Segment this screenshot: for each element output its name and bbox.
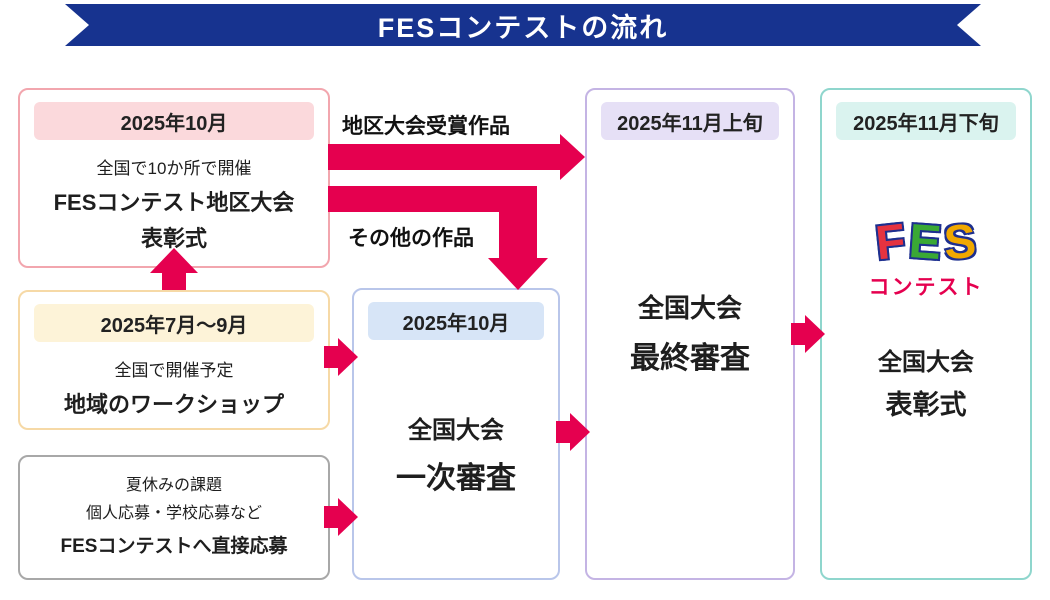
arrow-label-others: その他の作品 [348, 227, 474, 250]
district-line1: 全国で10か所で開催 [96, 159, 252, 178]
direct-line1: 夏休みの課題 [125, 477, 222, 494]
first-round-date-badge: 2025年10月 [368, 302, 544, 340]
award-line1: 全国大会 [878, 349, 974, 376]
district-line2: FESコンテスト地区大会 [53, 190, 295, 215]
award-date-badge: 2025年11月下旬 [836, 102, 1016, 140]
first-round-line2: 一次審査 [396, 462, 516, 495]
direct-line2: 個人応募・学校応募など [85, 505, 262, 522]
award-line2: 表彰式 [885, 390, 967, 420]
fes-logo-letter-f: F [873, 214, 909, 271]
workshop-line2: 地域のワークショップ [63, 392, 284, 417]
direct-application-box: 夏休みの課題 個人応募・学校応募など FESコンテストへ直接応募 [18, 455, 330, 580]
arrow-district-to-final-head [560, 134, 585, 180]
direct-line3: FESコンテストへ直接応募 [60, 536, 288, 557]
arrow-final-shaft [791, 323, 805, 345]
arrow-label-winners: 地区大会受賞作品 [342, 115, 510, 138]
first-round-line1: 全国大会 [408, 417, 504, 444]
district-date-badge: 2025年10月 [34, 102, 314, 140]
arrow-district-to-final-shaft [328, 144, 560, 170]
district-contest-box: 2025年10月 全国で10か所で開催 FESコンテスト地区大会 表彰式 [18, 88, 330, 268]
fes-logo-letter-e: E [906, 214, 943, 271]
award-ceremony-box: 2025年11月下旬 F E S コンテスト 全国大会 表彰式 [820, 88, 1032, 580]
district-line3: 表彰式 [140, 226, 207, 251]
arrow-final-head [805, 315, 825, 353]
final-line2: 最終審査 [630, 342, 750, 375]
arrow-direct-head [338, 498, 358, 536]
first-round-box: 2025年10月 全国大会 一次審査 [352, 288, 560, 580]
diagram-title: FESコンテストの流れ [377, 12, 669, 43]
arrow-first-round-shaft [556, 421, 570, 443]
arrow-up-shaft [162, 270, 186, 290]
fes-logo-letter-s: S [941, 214, 978, 271]
final-date-badge: 2025年11月上旬 [601, 102, 779, 140]
workshop-date-badge: 2025年7月〜9月 [34, 304, 314, 342]
fes-logo-subtitle: コンテスト [868, 276, 984, 300]
arrow-others-vertical-shaft [499, 186, 537, 258]
arrow-workshop-head [338, 338, 358, 376]
final-judging-box: 2025年11月上旬 全国大会 最終審査 [585, 88, 795, 580]
arrow-others-head [488, 258, 548, 290]
workshop-box: 2025年7月〜9月 全国で開催予定 地域のワークショップ [18, 290, 330, 430]
fes-logo: F E S コンテスト [822, 214, 1030, 301]
arrow-up-head [150, 248, 198, 273]
title-ribbon: FESコンテストの流れ [65, 4, 981, 46]
arrow-direct-shaft [324, 506, 338, 528]
arrow-first-round-head [570, 413, 590, 451]
final-line1: 全国大会 [637, 293, 742, 323]
workshop-line1: 全国で開催予定 [114, 361, 234, 380]
arrow-workshop-shaft [324, 346, 338, 368]
